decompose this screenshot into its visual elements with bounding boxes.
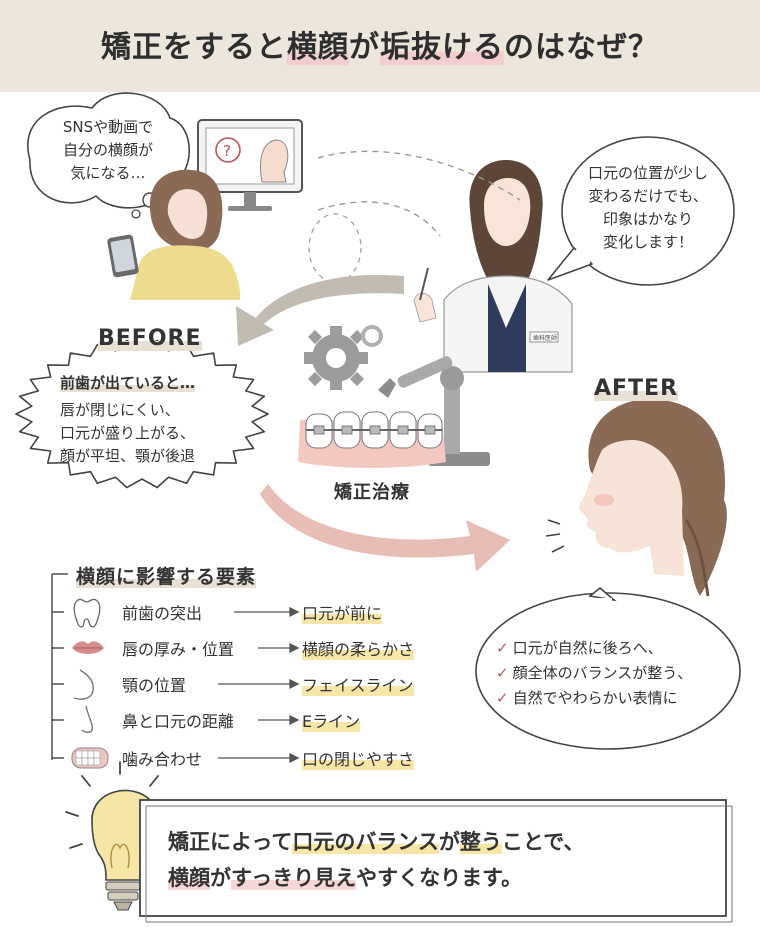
after-woman-profile-illustration (545, 399, 727, 597)
tooth-icon (73, 598, 101, 628)
before-label: BEFORE (98, 326, 202, 351)
factors-bracket (51, 573, 68, 760)
after-check-item: ✓自然でやわらかい表情に (496, 689, 678, 707)
factor-effect: 口元が前に (302, 600, 383, 624)
checkmark-icon: ✓ (496, 689, 509, 707)
page-title: 矯正をすると横顔が垢抜けるのはなぜ？ (101, 30, 659, 65)
after-checklist: ✓口元が自然に後ろへ、 ✓顔全体のバランスが整う、 ✓自然でやわらかい表情に (496, 636, 736, 711)
before-text: 前歯が出ていると… 唇が閉じにくい、 口元が盛り上がる、 顔が平坦、顎が後退 (60, 374, 196, 465)
factor-effect: Eライン (302, 708, 361, 732)
doctor-illustration: 歯科医師 (413, 160, 573, 373)
dashed-connector (317, 201, 441, 237)
after-speech-bubble (475, 586, 741, 750)
dashed-connector (317, 150, 521, 201)
factor-cause: 顎の位置 (122, 676, 187, 695)
arrow-to-before (236, 274, 404, 346)
checkmark-icon: ✓ (496, 639, 509, 657)
factor-effect: 口の閉じやすさ (302, 746, 415, 770)
doctor-bubble-text: 口元の位置が少し 変わるだけでも、 印象はかなり 変化します！ (587, 164, 708, 251)
factor-effect: フェイスライン (302, 672, 414, 696)
conclusion-box (139, 799, 727, 917)
factor-cause: 唇の厚み・位置 (122, 640, 235, 659)
factor-arrows (218, 606, 300, 764)
lips-icon (72, 641, 104, 654)
teeth-bite-icon (71, 747, 109, 769)
factor-effect: 横顔の柔らかさ (302, 636, 415, 660)
arrow-to-after (260, 484, 510, 572)
factor-cause: 鼻と口元の距離 (122, 712, 235, 731)
thought-bubble-text: SNSや動画で 自分の横顔が 気になる… (62, 118, 154, 182)
after-check-item: ✓口元が自然に後ろへ、 (496, 639, 663, 657)
conclusion-text: 矯正によって口元のバランスが整うことで、 横顔がすっきり見えやすくなります。 (168, 830, 585, 890)
factors-heading: 横顔に影響する要素 (76, 566, 257, 588)
dashed-connector (308, 213, 362, 283)
monitor-icon: ? (197, 119, 303, 211)
factor-cause: 噛み合わせ (122, 750, 203, 769)
doctor-badge: 歯科医師 (533, 334, 557, 342)
conclusion-box-shadow (145, 805, 733, 923)
svg-text:?: ? (223, 142, 231, 160)
woman-with-phone-illustration (107, 169, 240, 300)
doctor-speech-bubble (547, 136, 735, 286)
gear-icon (304, 325, 383, 390)
checkmark-icon: ✓ (496, 664, 509, 682)
after-check-item: ✓顔全体のバランスが整う、 (496, 664, 693, 682)
treatment-label: 矯正治療 (334, 482, 410, 503)
braces-teeth-illustration (298, 411, 446, 468)
factor-cause: 前歯の突出 (122, 604, 203, 623)
after-label: AFTER (594, 376, 679, 401)
nose-icon (81, 705, 94, 733)
chin-icon (73, 669, 94, 700)
